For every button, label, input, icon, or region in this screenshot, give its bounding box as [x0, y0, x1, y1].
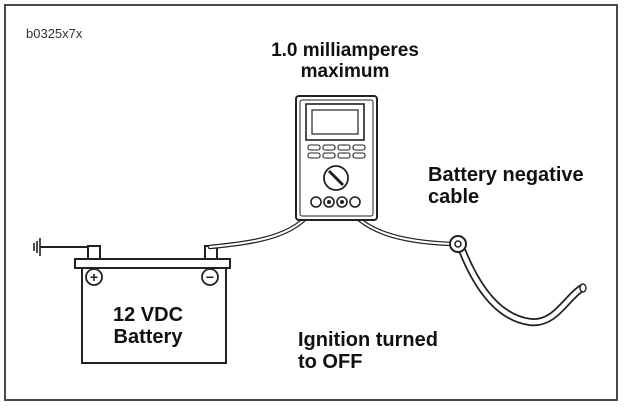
ignition-label-line2: to OFF	[298, 351, 363, 374]
battery-label-line1: 12 VDC	[112, 304, 184, 326]
positive-symbol: +	[90, 269, 98, 285]
ignition-label: Ignition turned to OFF	[298, 329, 498, 374]
negative-cable	[449, 235, 587, 327]
negative-symbol: −	[206, 269, 214, 285]
figure-ref-code: b0325x7x	[26, 26, 83, 41]
meter-reading-label: 1.0 milliamperes maximum	[240, 40, 450, 83]
meter-label-line1: 1.0 milliamperes	[271, 40, 419, 61]
battery-label: 12 VDC Battery	[88, 304, 208, 349]
diagram-frame	[4, 4, 618, 401]
negative-terminal-icon	[201, 268, 219, 286]
cable-terminal-icon	[449, 235, 467, 253]
cable-label: Battery negative cable	[428, 164, 618, 209]
positive-terminal-icon	[85, 268, 103, 286]
battery-label-line2: Battery	[113, 326, 183, 349]
cable-label-line1: Battery negative	[428, 164, 584, 186]
cable-label-line2: cable	[428, 186, 480, 209]
multimeter-icon	[295, 95, 378, 221]
meter-label-line2: maximum	[300, 61, 390, 83]
ignition-label-line1: Ignition turned	[298, 329, 438, 351]
battery-icon: + −	[74, 245, 231, 364]
ground-icon	[33, 238, 94, 256]
